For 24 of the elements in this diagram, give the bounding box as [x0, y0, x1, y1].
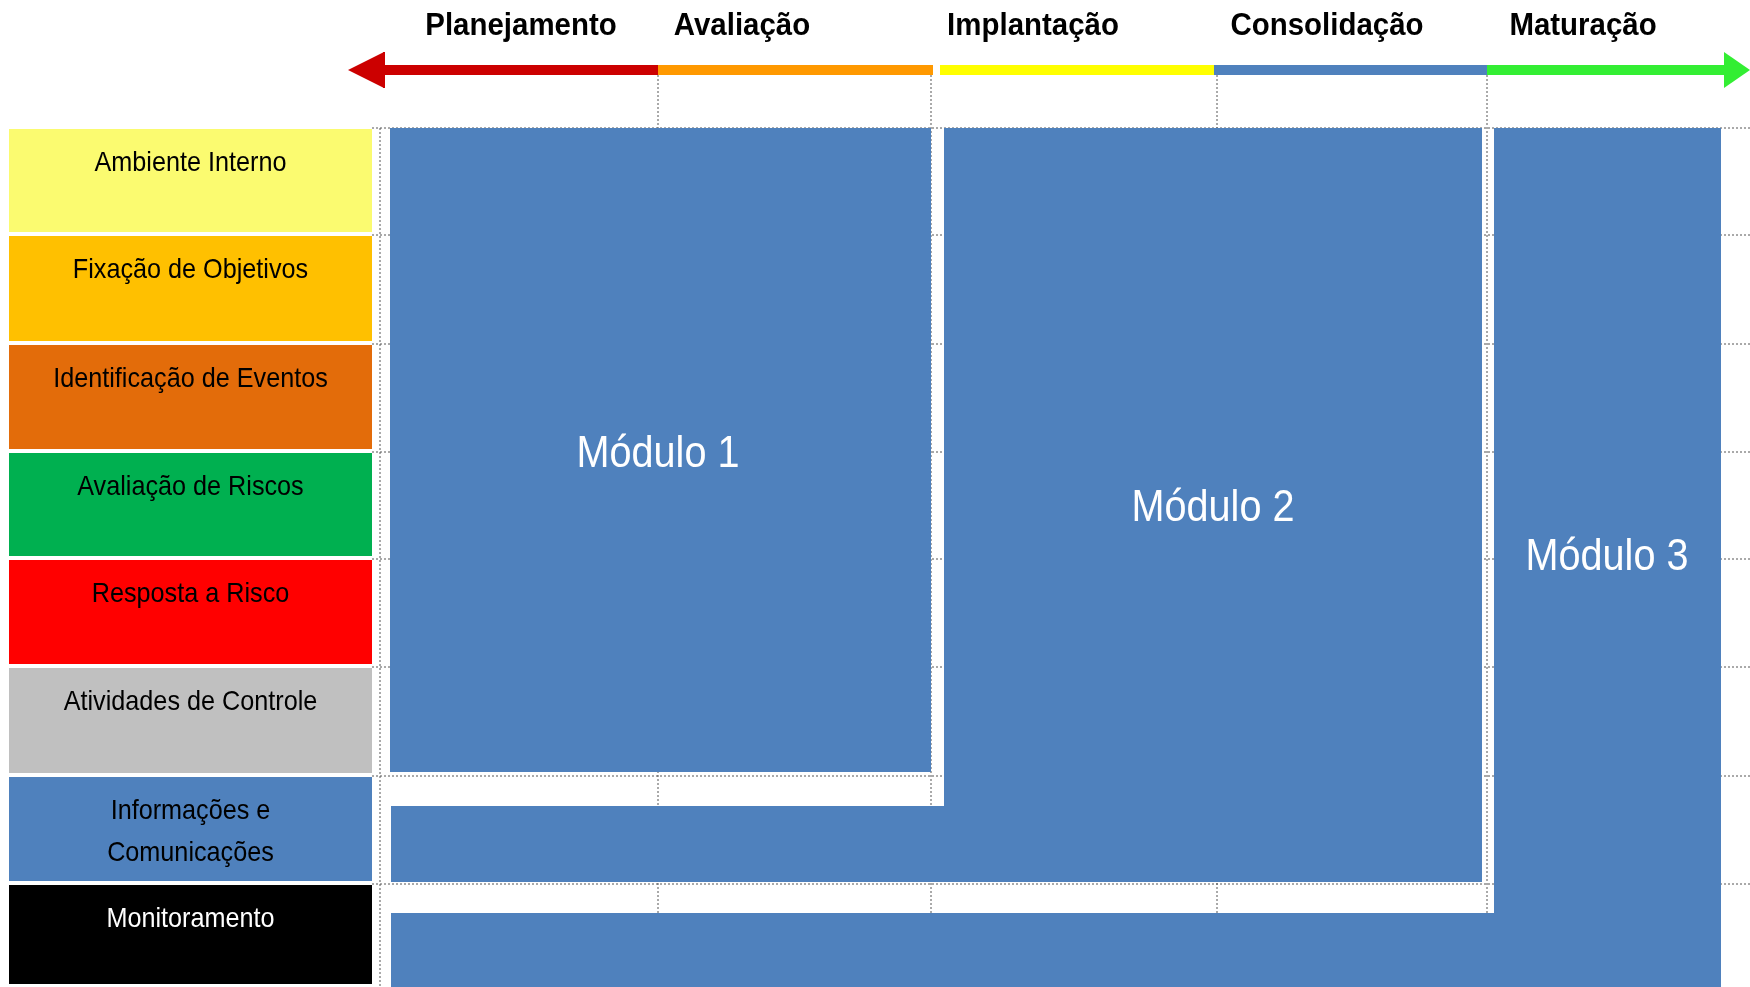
category-row: [9, 345, 372, 449]
category-row: [9, 560, 372, 664]
row-label: Resposta a Risco: [90, 576, 291, 610]
row-label: Atividades de Controle: [62, 684, 319, 718]
module-label: Módulo 1: [576, 427, 740, 477]
category-row: [9, 777, 372, 881]
module-label: Módulo 2: [1131, 481, 1295, 531]
row-label: Identificação de Eventos: [52, 361, 329, 395]
category-row: [9, 453, 372, 556]
row-label: Avaliação de Riscos: [76, 469, 305, 503]
phase-label: Implantação: [947, 6, 1119, 43]
row-label: Ambiente Interno: [93, 145, 288, 179]
category-row: [9, 885, 372, 984]
category-row: [9, 668, 372, 773]
row-label: Informações e Comunicações: [106, 793, 275, 869]
module-label: Módulo 3: [1525, 530, 1689, 580]
phase-label: Maturação: [1509, 6, 1657, 43]
phase-label: Avaliação: [673, 6, 811, 43]
category-row: [9, 129, 372, 232]
category-row: [9, 236, 372, 341]
row-label: Monitoramento: [105, 901, 276, 935]
phase-label: Consolidação: [1230, 6, 1424, 43]
row-label: Fixação de Objetivos: [71, 252, 310, 286]
phase-label: Planejamento: [425, 6, 617, 43]
